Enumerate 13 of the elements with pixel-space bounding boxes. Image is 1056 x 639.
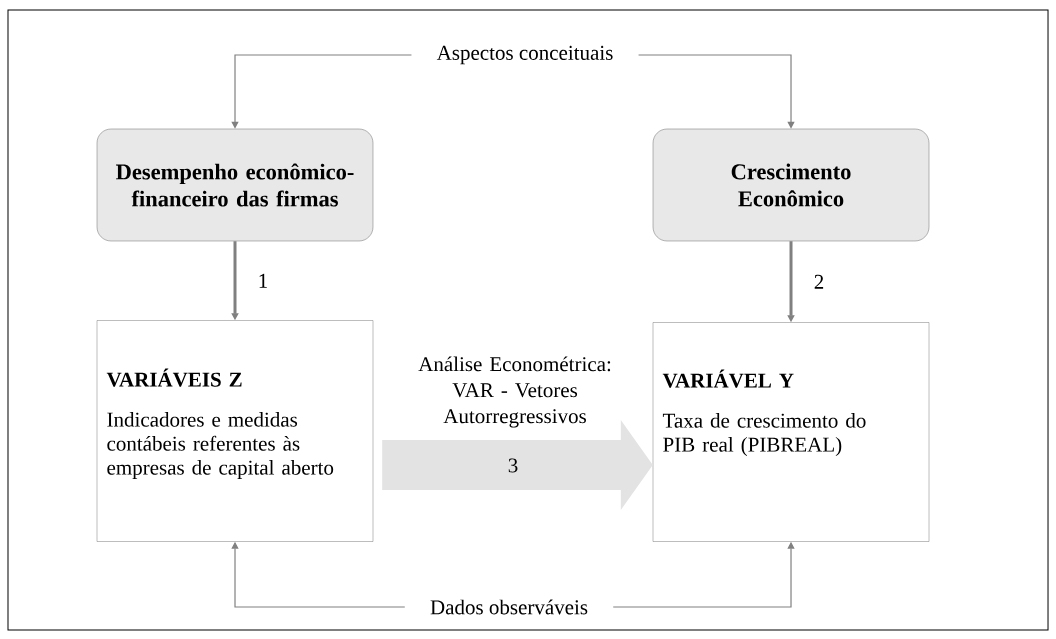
variable-box: VARIÁVEL Y Taxa de crescimento do PIB real (PIBREAL) — [652, 322, 930, 542]
annotation-text: Análise Econométrica: VAR - Vetores Autorregressivos — [418, 356, 611, 428]
rounded-box: Desempenho econômico-financeiro das firmas — [96, 128, 374, 242]
text-label: Aspectos conceituais — [436, 45, 613, 65]
edge-label: 1 — [259, 273, 267, 288]
edge-label: 2 — [814, 274, 824, 289]
connector-arrow — [231, 54, 413, 129]
edge-label: 3 — [508, 458, 518, 473]
text-label: Dados observáveis — [430, 599, 588, 615]
rounded-box: Crescimento Econômico — [652, 128, 930, 242]
block-arrow — [382, 420, 653, 510]
connector-arrow — [637, 54, 795, 129]
variable-box: VARIÁVEIS Z Indicadores e medidas contábeis referentes às empresas de capital aberto — [96, 320, 374, 542]
